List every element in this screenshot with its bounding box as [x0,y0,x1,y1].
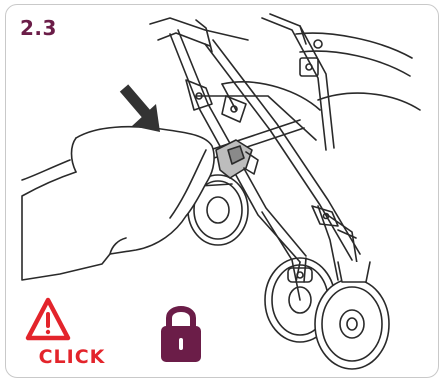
click-label: CLICK [22,346,122,368]
foot-shoe [22,127,214,280]
step-number: 2.3 [20,16,57,40]
warning-triangle-icon [28,300,68,338]
padlock-icon [161,309,201,362]
front-wheel-front [315,262,389,369]
down-arrow-icon [124,88,160,132]
